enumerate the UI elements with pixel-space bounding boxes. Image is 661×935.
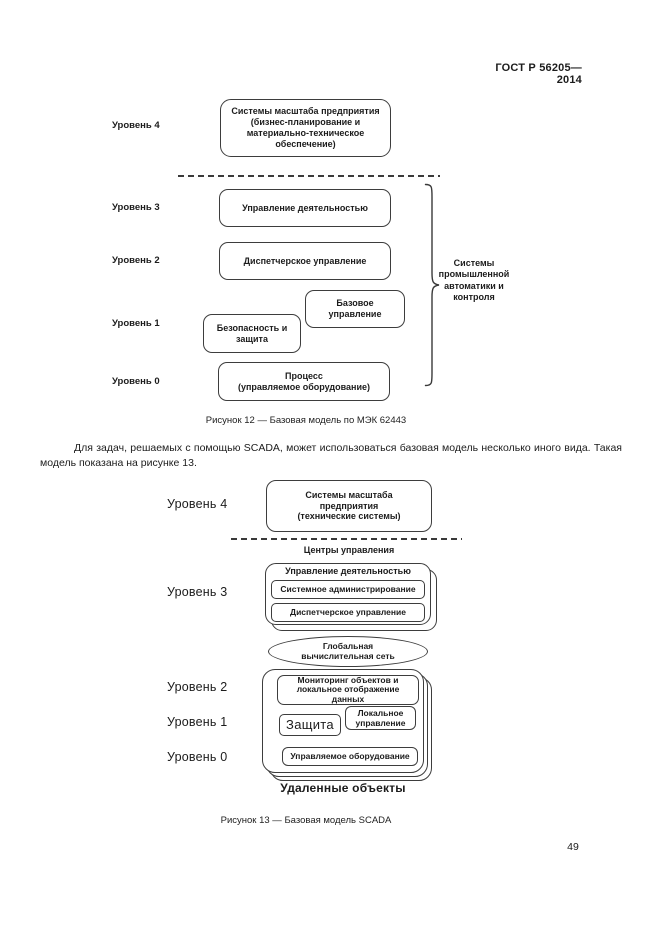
fig13-global-network-ellipse: Глобальная вычислительная сеть (268, 636, 428, 667)
fig12-level-0-label: Уровень 0 (112, 376, 160, 387)
body-paragraph: Для задач, решаемых с помощью SCADA, мож… (40, 442, 622, 469)
fig13-level-0-label: Уровень 0 (167, 750, 228, 764)
fig13-separator-dashed-line (231, 538, 462, 540)
fig13-equipment-box: Управляемое оборудование (282, 747, 418, 766)
fig12-activity-box: Управление деятельностью (219, 189, 391, 227)
fig13-control-centers-label: Центры управления (303, 545, 395, 555)
fig12-enterprise-box: Системы масштаба предприятия (бизнес-пла… (220, 99, 391, 157)
fig13-caption: Рисунок 13 — Базовая модель SCADA (220, 815, 392, 826)
fig13-monitoring-box: Мониторинг объектов и локальное отображе… (277, 675, 419, 705)
fig12-safety-box: Безопасность и защита (203, 314, 301, 353)
fig13-activity-title: Управление деятельностью (285, 566, 411, 576)
fig13-level-1-label: Уровень 1 (167, 715, 228, 729)
fig13-dispatch-box: Диспетчерское управление (271, 603, 425, 622)
fig12-level-2-label: Уровень 2 (112, 255, 160, 266)
fig13-enterprise-box: Системы масштаба предприятия (технически… (266, 480, 432, 532)
fig13-protection-box: Защита (279, 714, 341, 736)
fig13-sysadmin-box: Системное администрирование (271, 580, 425, 599)
fig12-level-4-label: Уровень 4 (112, 120, 160, 131)
fig12-dispatch-box: Диспетчерское управление (219, 242, 391, 280)
doc-header: ГОСТ Р 56205—2014 (495, 62, 582, 86)
fig13-local-control-box: Локальное управление (345, 706, 416, 730)
fig13-level-4-label: Уровень 4 (167, 497, 228, 511)
fig12-brace-label: Системы промышленной автоматики и контро… (438, 258, 510, 302)
fig12-separator-dashed-line (178, 175, 440, 177)
fig12-basic-control-box: Базовое управление (305, 290, 405, 328)
fig13-remote-objects-label: Удаленные объекты (280, 781, 406, 795)
fig13-level-3-label: Уровень 3 (167, 585, 228, 599)
fig13-level-2-label: Уровень 2 (167, 680, 228, 694)
fig12-level-3-label: Уровень 3 (112, 202, 160, 213)
curly-brace-icon (424, 183, 440, 387)
fig12-caption: Рисунок 12 — Базовая модель по МЭК 62443 (205, 415, 407, 426)
page-number: 49 (567, 841, 579, 853)
fig12-level-1-label: Уровень 1 (112, 318, 160, 329)
fig12-process-box: Процесс (управляемое оборудование) (218, 362, 390, 401)
